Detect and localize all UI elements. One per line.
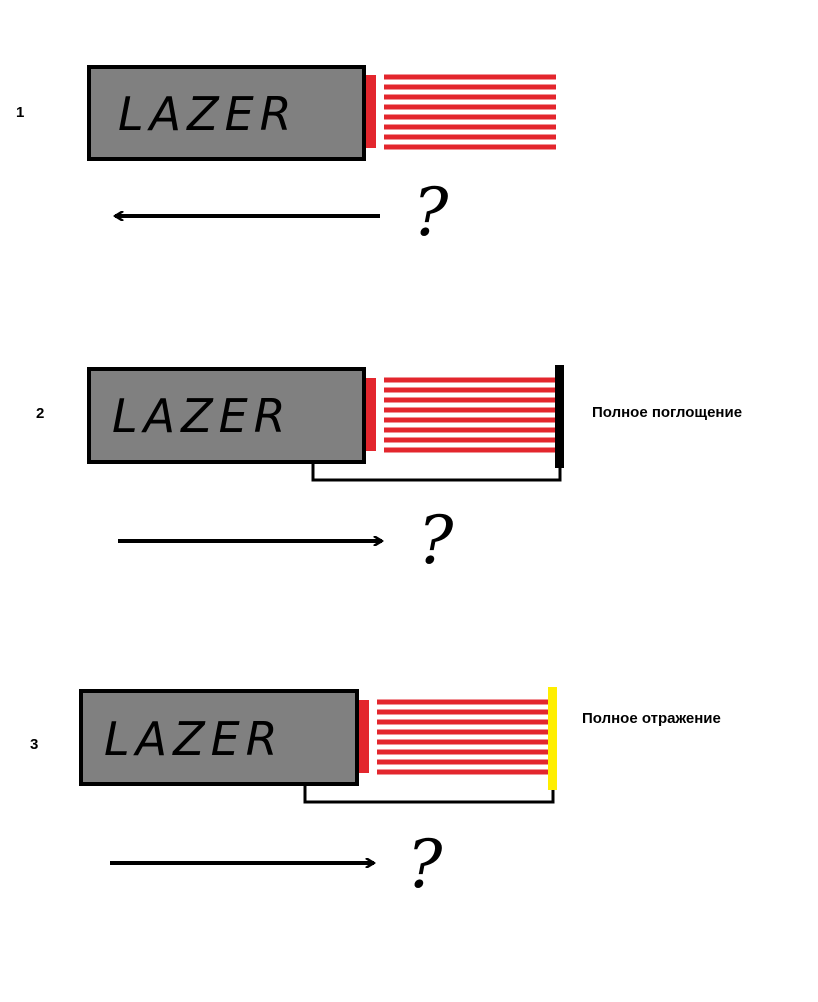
laser-body xyxy=(79,689,359,786)
panel-2: 2 LAZER Полное поглощение ? xyxy=(36,365,742,579)
panel-3: 3 LAZER Полное отражение ? xyxy=(30,687,721,903)
panel-1: 1 LAZER ? xyxy=(16,65,556,251)
laser-body xyxy=(87,367,366,464)
reflection-label: Полное отражение xyxy=(582,710,721,727)
panel-number: 2 xyxy=(36,405,44,422)
panel-number: 3 xyxy=(30,736,38,753)
laser-beam xyxy=(377,699,548,775)
laser-beam xyxy=(384,74,556,150)
laser-label: LAZER xyxy=(112,389,292,443)
question-mark: ? xyxy=(407,826,443,903)
question-mark: ? xyxy=(418,502,454,579)
laser-aperture xyxy=(366,75,376,148)
laser-aperture xyxy=(366,378,376,451)
laser-body xyxy=(87,65,366,161)
reflector-mirror xyxy=(548,687,557,790)
laser-aperture xyxy=(359,700,369,773)
laser-label: LAZER xyxy=(104,712,284,766)
question-mark: ? xyxy=(413,174,449,251)
connection-wire xyxy=(311,462,562,482)
absorption-label: Полное поглощение xyxy=(592,404,742,421)
connection-wire xyxy=(303,784,555,804)
laser-beam xyxy=(384,377,555,453)
panel-number: 1 xyxy=(16,104,24,121)
laser-label: LAZER xyxy=(118,87,298,141)
absorber-plate xyxy=(555,365,564,468)
